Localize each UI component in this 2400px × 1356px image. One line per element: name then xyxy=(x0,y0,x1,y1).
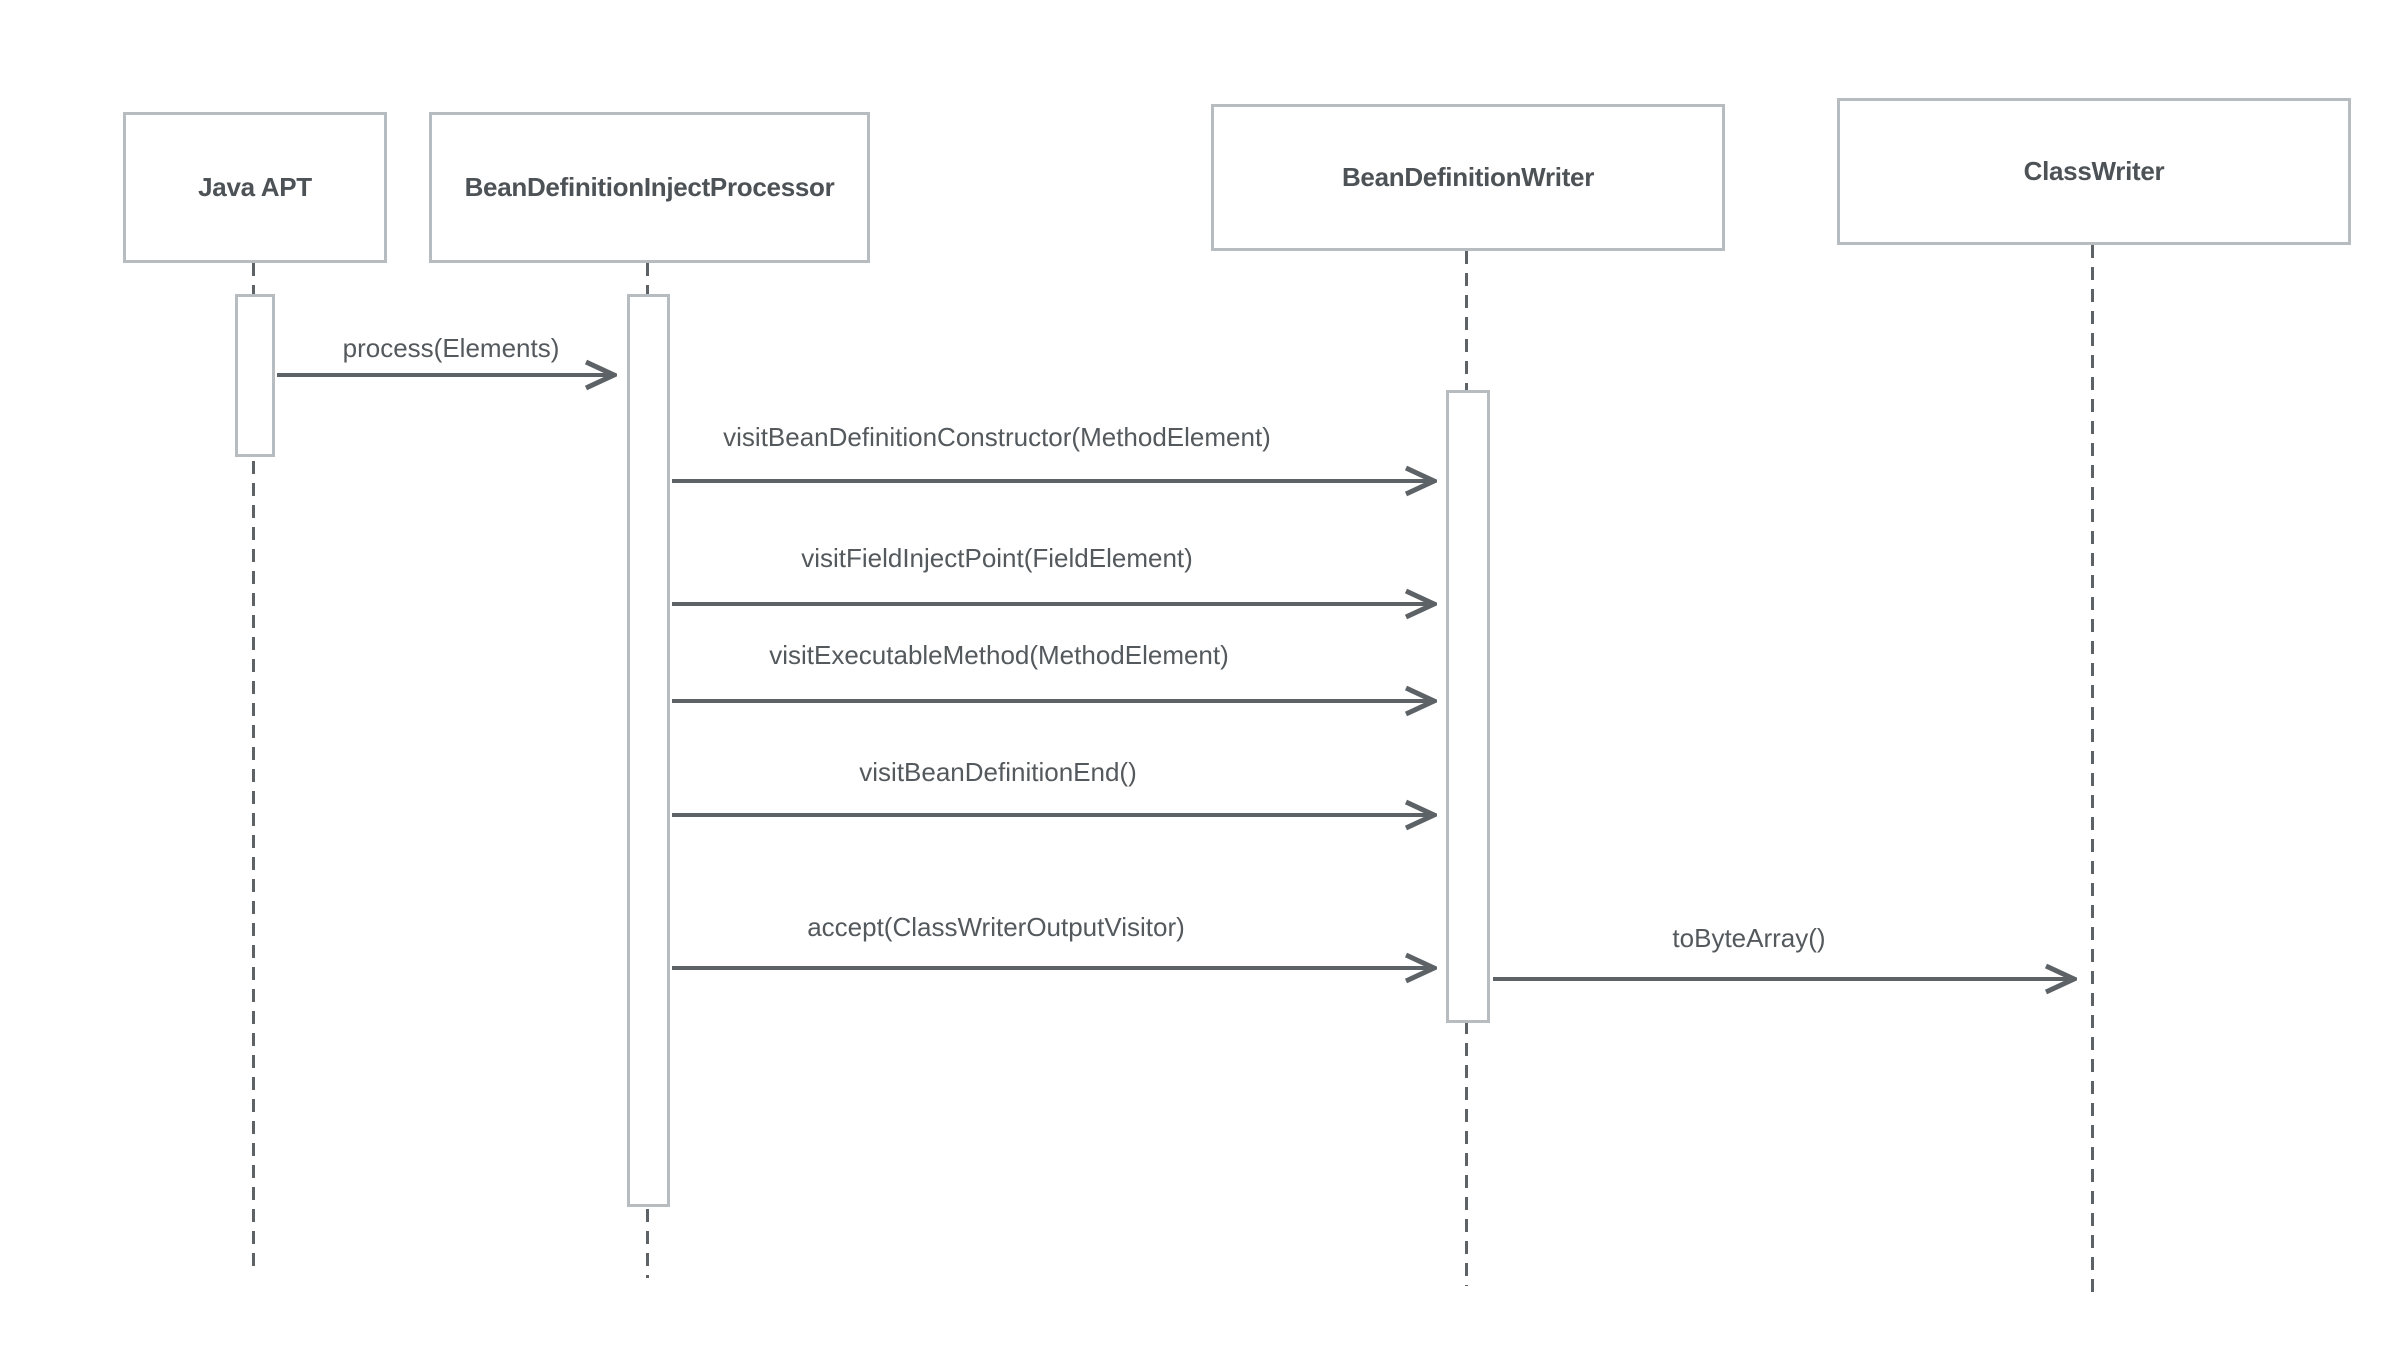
message-arrow-icon xyxy=(672,465,1437,497)
message-arrow-icon xyxy=(277,359,617,391)
message-accept: accept(ClassWriterOutputVisitor) xyxy=(672,909,1437,999)
message-visit-bean-definition-end: visitBeanDefinitionEnd() xyxy=(672,754,1437,844)
participant-label-class-writer: ClassWriter xyxy=(2023,156,2165,186)
message-label: visitFieldInjectPoint(FieldElement) xyxy=(801,543,1193,573)
message-arrow-icon xyxy=(672,799,1437,831)
participant-box-java-apt: Java APT xyxy=(123,112,387,263)
participant-label-bean-definition-inject-processor: BeanDefinitionInjectProcessor xyxy=(464,172,835,202)
activation-bar-bean-definition-inject-processor xyxy=(627,294,670,1207)
message-arrow-icon xyxy=(672,952,1437,984)
message-visit-bean-definition-constructor: visitBeanDefinitionConstructor(MethodEle… xyxy=(672,419,1437,509)
message-label: visitExecutableMethod(MethodElement) xyxy=(769,640,1229,670)
message-arrow-icon xyxy=(1493,963,2077,995)
lifeline-java-apt xyxy=(252,263,255,1274)
activation-bar-java-apt xyxy=(235,294,275,457)
message-label: visitBeanDefinitionEnd() xyxy=(859,757,1137,787)
message-process: process(Elements) xyxy=(277,330,617,400)
participant-box-class-writer: ClassWriter xyxy=(1837,98,2351,245)
participant-box-bean-definition-writer: BeanDefinitionWriter xyxy=(1211,104,1725,251)
message-label: process(Elements) xyxy=(342,333,560,363)
lifeline-class-writer xyxy=(2091,245,2094,1292)
message-visit-executable-method: visitExecutableMethod(MethodElement) xyxy=(672,637,1437,727)
activation-bar-bean-definition-writer xyxy=(1446,390,1490,1023)
message-arrow-icon xyxy=(672,685,1437,717)
message-arrow-icon xyxy=(672,588,1437,620)
message-visit-field-inject-point: visitFieldInjectPoint(FieldElement) xyxy=(672,540,1437,630)
participant-label-bean-definition-writer: BeanDefinitionWriter xyxy=(1341,162,1595,192)
message-to-byte-array: toByteArray() xyxy=(1493,920,2077,1010)
participant-label-java-apt: Java APT xyxy=(198,172,312,202)
message-label: visitBeanDefinitionConstructor(MethodEle… xyxy=(723,422,1271,452)
message-label: toByteArray() xyxy=(1672,923,1826,953)
participant-box-bean-definition-inject-processor: BeanDefinitionInjectProcessor xyxy=(429,112,870,263)
message-label: accept(ClassWriterOutputVisitor) xyxy=(807,912,1185,942)
